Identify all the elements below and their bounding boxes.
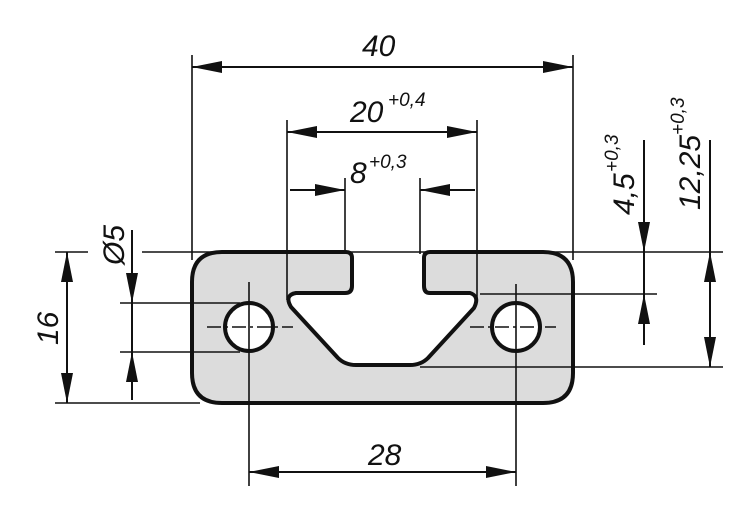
- label-slot-opening: 8: [350, 157, 367, 190]
- center-lines: [207, 282, 556, 486]
- label-width: 40: [362, 30, 396, 63]
- dim-height-16: [61, 252, 73, 403]
- dim-holes-28: [249, 466, 516, 478]
- label-lip-depth: 4,5: [608, 173, 641, 215]
- label-slot-width: 20: [349, 96, 384, 129]
- label-hole-spacing: 28: [367, 439, 402, 472]
- dim-slot-20: [287, 126, 477, 138]
- dim-width-40: [192, 61, 573, 73]
- dim-depth-12-25: [704, 140, 716, 367]
- label-hole-diameter: Ø5: [98, 225, 131, 266]
- dim-opening-8: [290, 184, 475, 196]
- label-slot-opening-tol: +0,3: [369, 152, 407, 173]
- dim-lip-4-5: [638, 140, 650, 345]
- extension-lines: [55, 55, 723, 404]
- label-slot-depth: 12,25: [674, 135, 707, 210]
- label-slot-depth-tol: +0,3: [668, 97, 689, 135]
- label-slot-width-tol: +0,4: [388, 90, 426, 111]
- dim-diameter-5: [126, 230, 138, 400]
- label-height: 16: [32, 311, 65, 345]
- label-lip-depth-tol: +0,3: [602, 134, 623, 172]
